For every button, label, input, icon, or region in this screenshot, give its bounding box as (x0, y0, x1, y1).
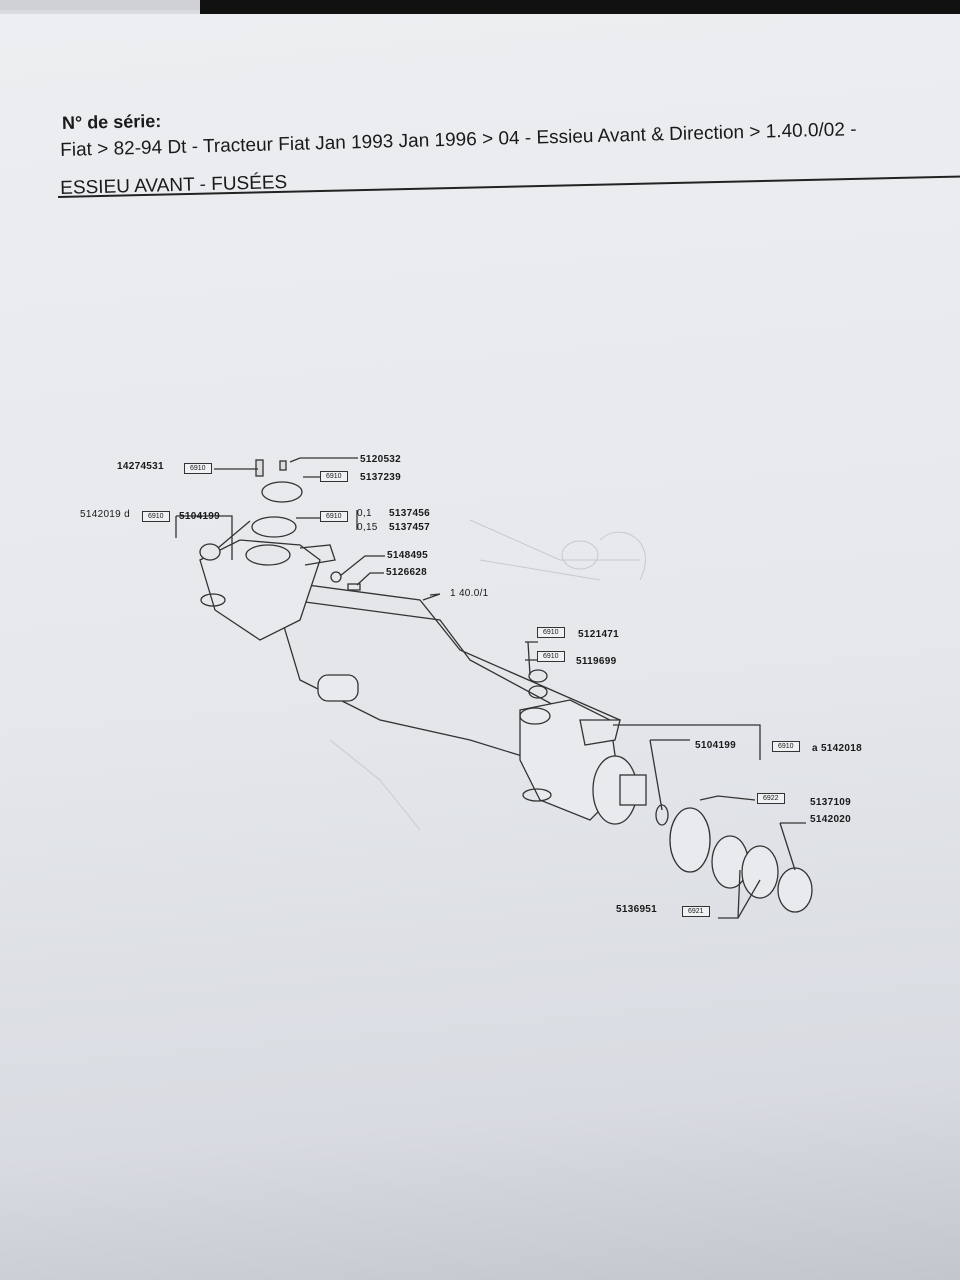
kingpin-cap (261, 481, 303, 503)
part-number: 5142020 (810, 814, 852, 825)
background-edge (0, 0, 200, 10)
part-number: 5136951 (616, 904, 658, 915)
seal (669, 807, 711, 873)
document-page (0, 14, 960, 1280)
part-number: 5148495 (387, 550, 429, 561)
left-knuckle (199, 539, 321, 641)
part-number: 5126628 (386, 567, 428, 578)
reference-number: 1 40.0/1 (450, 588, 489, 599)
spindle (619, 774, 647, 806)
washer (330, 571, 342, 583)
shim-thickness: 0,15 (357, 522, 378, 533)
part-number: a 5142018 (812, 743, 862, 754)
code-box: 6910 (320, 511, 348, 522)
spacer (655, 804, 669, 826)
shim-thickness: 0,1 (357, 508, 372, 519)
code-box: 6910 (537, 627, 565, 638)
part-number: 5137239 (360, 472, 402, 483)
code-box: 6922 (757, 793, 785, 804)
code-box: 6921 (682, 906, 710, 917)
part-number: 5142019 d (80, 509, 130, 520)
part-number: 5104199 (179, 511, 221, 522)
code-box: 6910 (184, 463, 212, 474)
code-box: 6910 (772, 741, 800, 752)
part-number: 5119699 (576, 656, 617, 667)
part-number: 5121471 (578, 629, 620, 640)
shim (251, 516, 297, 538)
axle-pivot (317, 674, 359, 702)
bush-upper (528, 669, 548, 683)
part-number: 5104199 (695, 740, 737, 751)
part-number: 14274531 (117, 461, 164, 472)
code-box: 6910 (142, 511, 170, 522)
screw (347, 583, 361, 591)
part-number: 5137109 (810, 797, 852, 808)
part-number: 5137456 (389, 508, 431, 519)
bolt (255, 459, 264, 477)
hub-nut (777, 867, 813, 913)
code-box: 6910 (320, 471, 348, 482)
part-number: 5137457 (389, 522, 431, 533)
bush-lower (528, 685, 548, 699)
part-number: 5120532 (360, 454, 402, 465)
faded-background-drawing (329, 519, 646, 831)
bearing-outer (741, 845, 779, 899)
code-box: 6910 (537, 651, 565, 662)
background-dark-strip (200, 0, 960, 18)
grease-nipple (279, 460, 287, 471)
